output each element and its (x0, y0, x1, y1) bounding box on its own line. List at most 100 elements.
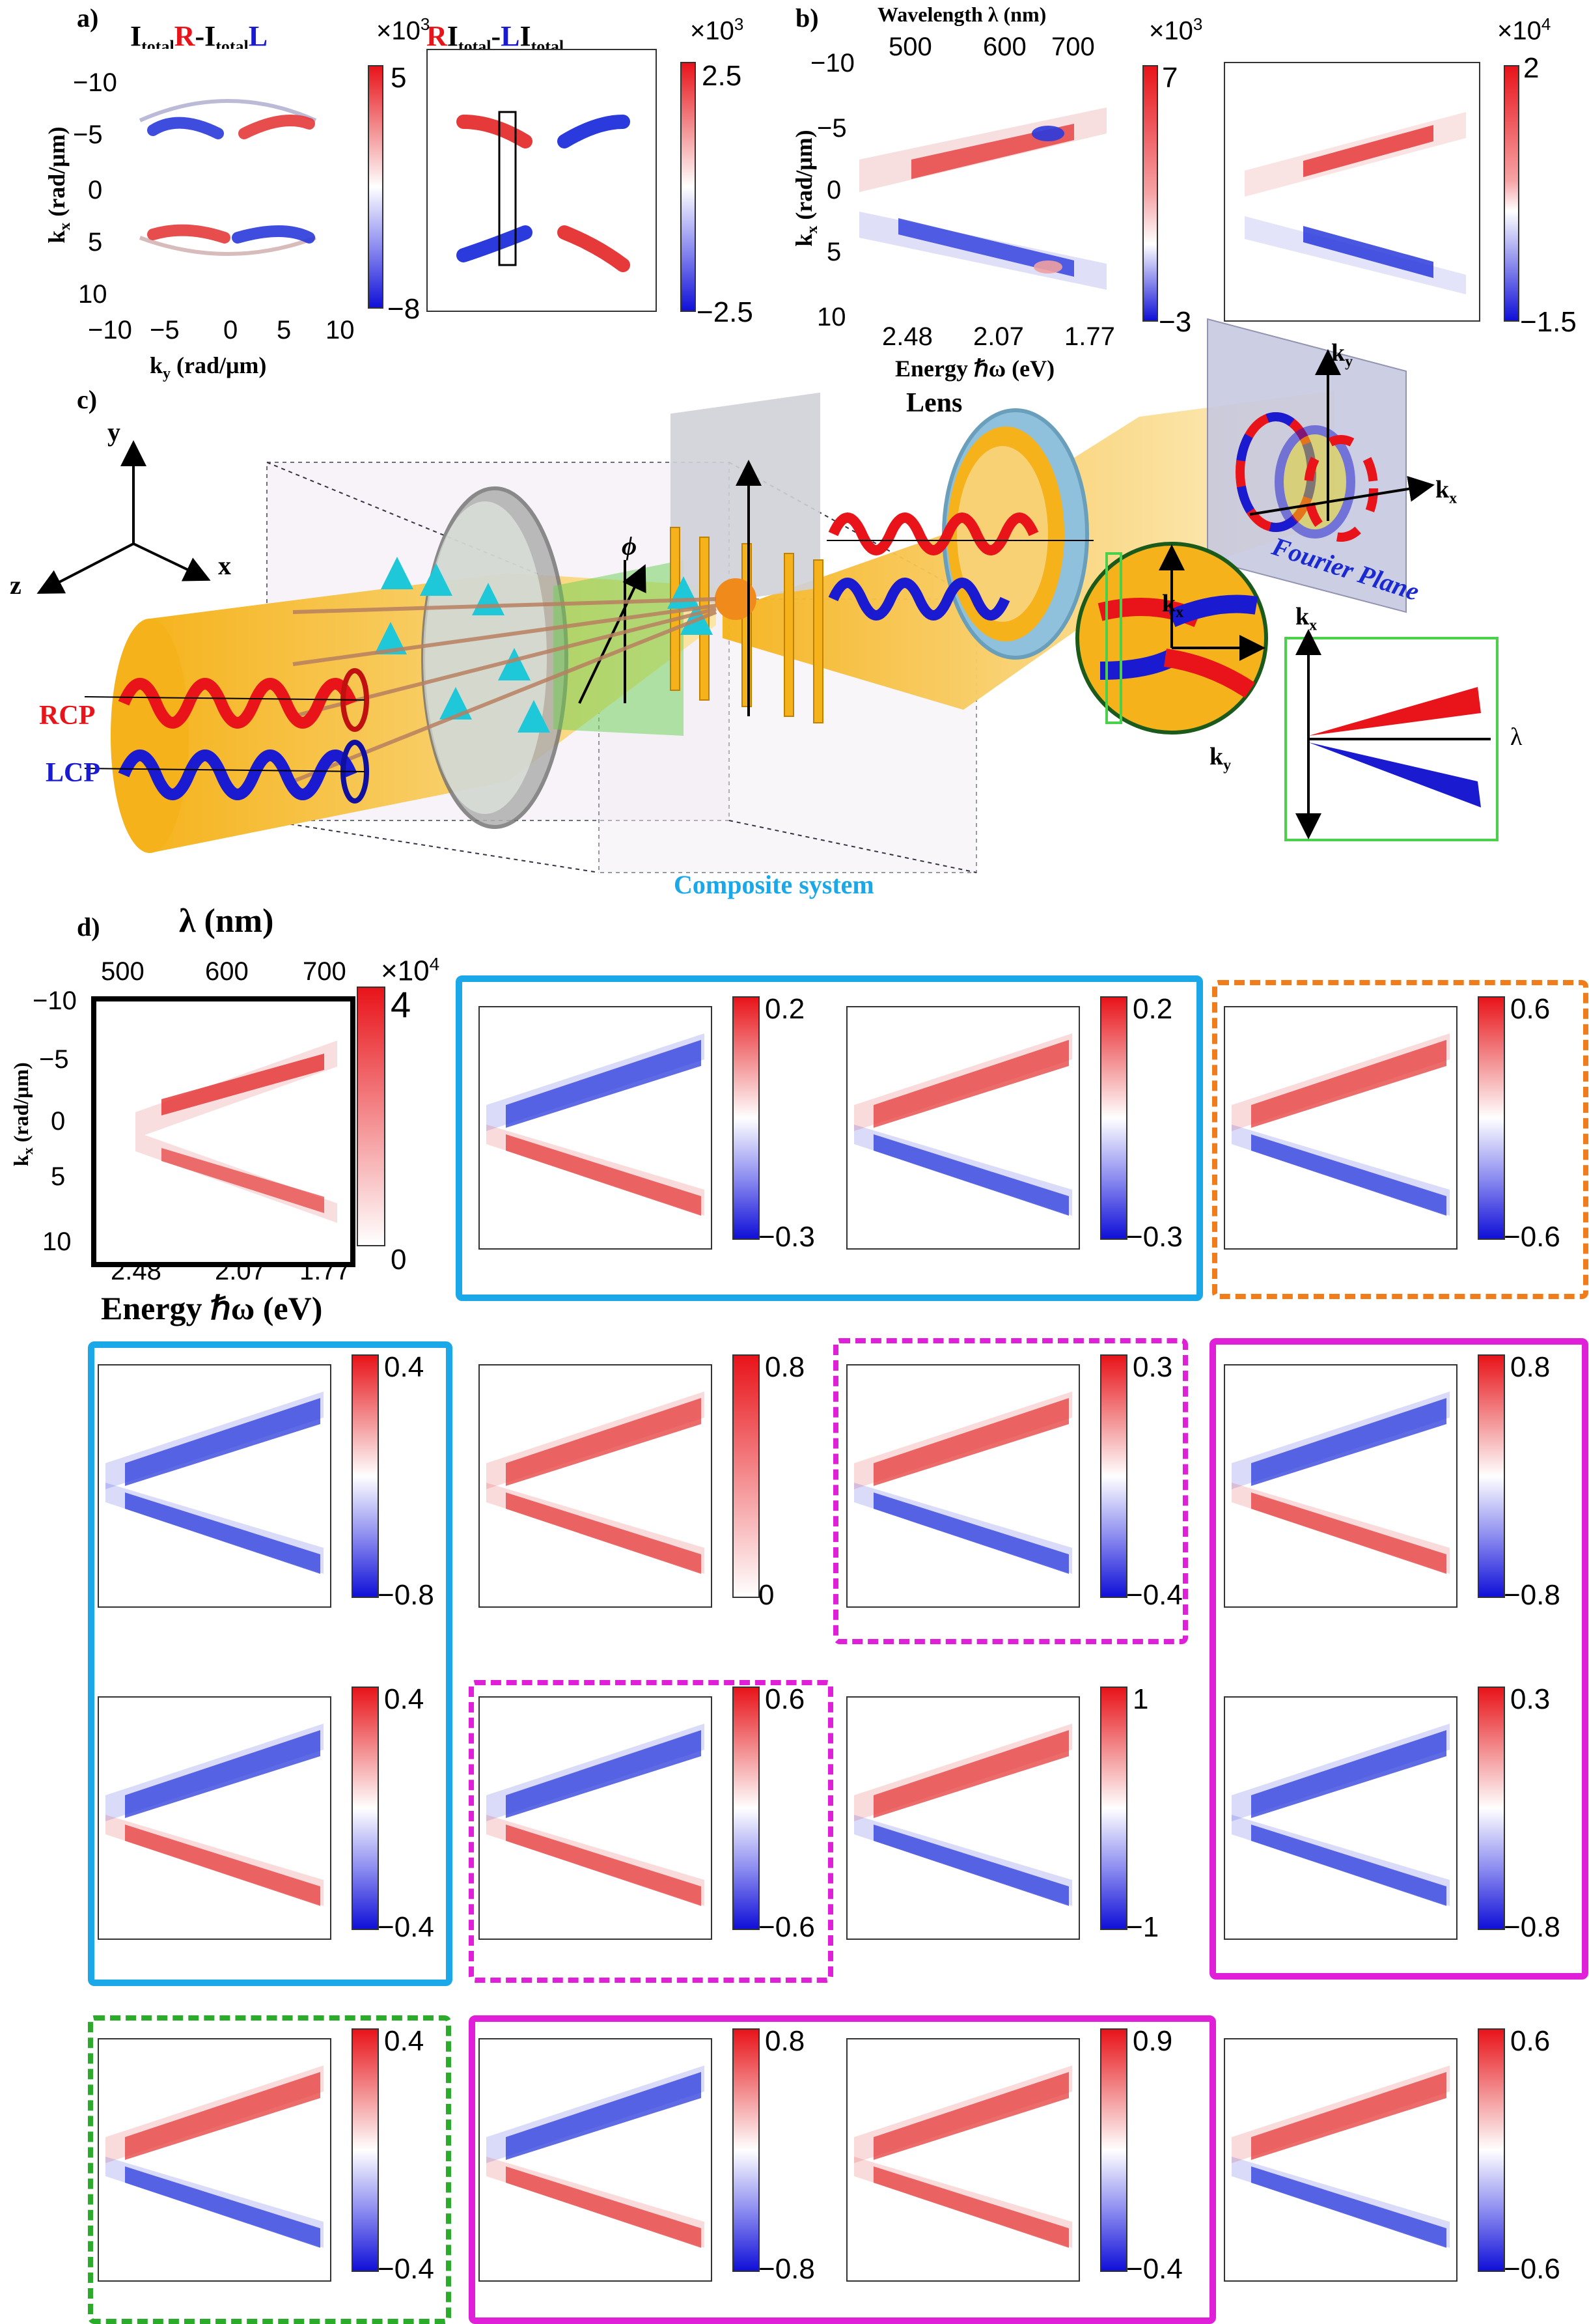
circle-kx-label: kx (1162, 590, 1184, 621)
panel-d-colorbar (352, 1354, 379, 1598)
panel-b-bottom-label: Energy ℏω (eV) (895, 356, 1055, 382)
panel-d-colorbar (1478, 1687, 1505, 1930)
panel-a-ytick: 10 (78, 280, 107, 309)
panel-a-xtick: −10 (88, 316, 132, 344)
panel-d-cb-max: 0.9 (1133, 2025, 1173, 2057)
panel-d-cb-min: −0.6 (758, 1911, 815, 1943)
panel-b-ytick: −10 (810, 49, 855, 77)
panel-a-cb1-max: 5 (391, 62, 407, 94)
panel-c-letter: c) (77, 385, 98, 414)
panel-a-colorbar-2 (680, 62, 696, 312)
panel-d-cb-max: 0.3 (1510, 1683, 1551, 1715)
panel-b-ytick: 10 (817, 303, 846, 331)
panel-a-letter: a) (77, 3, 99, 33)
panel-d-colorbar (1100, 1354, 1127, 1598)
panel-d-colorbar (1100, 1687, 1127, 1930)
panel-b-ylabel: kx (rad/μm) (790, 130, 822, 247)
panel-d-cb-max: 0.6 (1510, 993, 1551, 1025)
panel-d-map (478, 2038, 712, 2282)
panel-b-ytick: 0 (827, 176, 842, 204)
panel-b-colorbar-1 (1142, 65, 1158, 322)
panel-d-cb-min: −0.8 (378, 1579, 434, 1611)
panel-d-cb-max: 0.6 (765, 1683, 805, 1715)
panel-d-cb-max: 0.6 (1510, 2025, 1551, 2057)
panel-d-cb-max: 0.3 (1133, 1351, 1173, 1383)
panel-d-map (1224, 2038, 1458, 2282)
panel-d-cb-min: −0.8 (758, 2253, 815, 2285)
panel-d-ytick: −5 (39, 1045, 69, 1074)
panel-b-exp-2: ×104 (1497, 14, 1551, 46)
panel-d-cb-min: −0.4 (1126, 2253, 1183, 2285)
panel-d-colorbar (352, 2028, 379, 2272)
panel-d-colorbar (732, 2028, 760, 2272)
panel-b-letter: b) (795, 3, 819, 33)
frame-green-dashed (88, 2015, 451, 2324)
panel-d-map (1224, 1364, 1458, 1608)
panel-d-cb-min: −0.3 (758, 1221, 815, 1253)
panel-d-cb-max: 0.4 (384, 1351, 424, 1383)
panel-d-cb-min: −0.8 (1504, 1579, 1560, 1611)
panel-a-ytick: 5 (88, 228, 103, 257)
composite-label: Composite system (674, 870, 874, 899)
panel-d-map (846, 2038, 1080, 2282)
frame-magenta-dashed-2 (469, 1680, 833, 1983)
box-lambda-label: λ (1510, 723, 1523, 751)
panel-a-colorbar-1 (368, 65, 383, 309)
panel-b-cb1-max: 7 (1162, 62, 1178, 94)
panel-d-colorbar (732, 1687, 760, 1930)
panel-a-cb1-min: −8 (387, 293, 421, 325)
panel-a-xlabel: ky (rad/μm) (150, 352, 267, 383)
panel-b-colorbar-2 (1504, 65, 1519, 322)
axis-z-label: z (10, 570, 21, 600)
panel-d-colorbar (1478, 2028, 1505, 2272)
panel-d-map (98, 1696, 331, 1940)
panel-d-cb-min: −1 (1126, 1911, 1159, 1943)
lcp-label: LCP (46, 758, 100, 788)
panel-b-top-tick: 600 (983, 33, 1027, 61)
panel-a-xtick: 0 (223, 316, 238, 344)
panel-d-cb-max: 0.4 (384, 1683, 424, 1715)
panel-d-cb-min: −0.6 (1504, 2253, 1560, 2285)
panel-d-cb-max: 0.8 (765, 2025, 805, 2057)
panel-a-xtick: 5 (277, 316, 292, 344)
fp-ky-label: ky (1331, 339, 1353, 371)
panel-a-ytick: −10 (73, 68, 117, 97)
panel-d-map (478, 1006, 712, 1250)
panel-b-top-tick: 500 (889, 33, 932, 61)
panel-d-top-tick: 500 (101, 957, 145, 986)
panel-d-cb-max: 0.2 (1133, 993, 1173, 1025)
panel-b-cb2-max: 2 (1523, 52, 1540, 84)
panel-b-map-2 (1224, 62, 1480, 322)
panel-d-cb-min: 0 (758, 1579, 775, 1611)
panel-a-map-2 (426, 49, 657, 312)
panel-d-energy-label: Energy ℏω (eV) (101, 1290, 323, 1326)
axis-y-label: y (107, 417, 120, 447)
rcp-label: RCP (39, 701, 96, 731)
panel-d-cb-min: −0.8 (1504, 1911, 1560, 1943)
panel-d-colorbar (1100, 996, 1127, 1240)
panel-a-xtick: −5 (150, 316, 180, 344)
panel-d-cb-max: 0.4 (384, 2025, 424, 2057)
panel-b-bottom-tick: 2.48 (882, 322, 933, 351)
panel-d-ytick: 5 (51, 1162, 66, 1191)
panel-d-map (846, 1006, 1080, 1250)
panel-b-top-tick: 700 (1051, 33, 1095, 61)
panel-d-lambda-label: λ (nm) (179, 903, 274, 940)
panel-d-map (846, 1696, 1080, 1940)
panel-d-map (98, 2038, 331, 2282)
frame-cyan-row2 (88, 1341, 452, 1986)
frame-magenta-solid-2 (469, 2015, 1216, 2324)
panel-d-top-tick: 600 (205, 957, 249, 986)
panel-d-map-total (91, 996, 355, 1267)
panel-d-ytick: −10 (33, 987, 77, 1015)
panel-d-colorbar (1478, 1354, 1505, 1598)
panel-d-ytick: 10 (42, 1227, 72, 1256)
panel-d-colorbar (732, 1354, 760, 1598)
panel-d-cb-min: −0.4 (1126, 1579, 1183, 1611)
panel-a-cb2-max: 2.5 (702, 60, 742, 92)
panel-d-ytick: 0 (51, 1107, 66, 1136)
panel-d-colorbar (1478, 996, 1505, 1240)
panel-d-ylabel: kx (rad/μm) (8, 1062, 36, 1167)
panel-d-cb-min: −0.6 (1504, 1221, 1560, 1253)
panel-d-first-max: 4 (391, 984, 411, 1025)
